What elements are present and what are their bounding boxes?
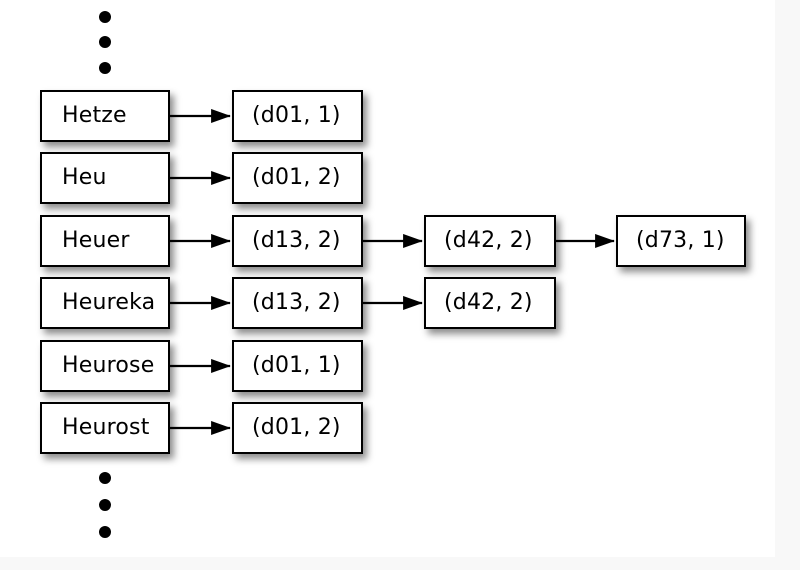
posting-c1-2[interactable]: (d13, 2) xyxy=(232,215,363,267)
posting-c1-3[interactable]: (d13, 2) xyxy=(232,277,363,329)
posting-c1-4[interactable]: (d01, 1) xyxy=(232,340,363,392)
ellipsis-bottom-dot-1 xyxy=(99,499,111,511)
posting-c3-0-label: (d73, 1) xyxy=(636,228,725,253)
posting-c2-1[interactable]: (d42, 2) xyxy=(424,277,556,329)
page-edge-bottom xyxy=(0,557,800,570)
posting-c1-1[interactable]: (d01, 2) xyxy=(232,152,363,204)
posting-c1-5[interactable]: (d01, 2) xyxy=(232,402,363,454)
posting-c1-5-label: (d01, 2) xyxy=(252,415,341,440)
dictionary-term-heu[interactable]: Heu xyxy=(40,152,170,204)
posting-c1-0[interactable]: (d01, 1) xyxy=(232,90,363,142)
posting-c1-3-label: (d13, 2) xyxy=(252,290,341,315)
dictionary-term-heurost[interactable]: Heurost xyxy=(40,402,170,454)
dictionary-term-heurose-label: Heurose xyxy=(62,353,155,378)
ellipsis-top-dot-2 xyxy=(99,62,111,74)
posting-c2-1-label: (d42, 2) xyxy=(444,290,533,315)
posting-c2-0[interactable]: (d42, 2) xyxy=(424,215,556,267)
posting-c2-0-label: (d42, 2) xyxy=(444,228,533,253)
dictionary-term-heuer[interactable]: Heuer xyxy=(40,215,170,267)
posting-c1-2-label: (d13, 2) xyxy=(252,228,341,253)
posting-c3-0[interactable]: (d73, 1) xyxy=(616,215,746,267)
dictionary-term-heureka-label: Heureka xyxy=(62,290,156,315)
dictionary-term-heurost-label: Heurost xyxy=(62,415,150,440)
ellipsis-top-dot-0 xyxy=(99,11,111,23)
ellipsis-bottom-dot-0 xyxy=(99,472,111,484)
dictionary-term-hetze-label: Hetze xyxy=(62,103,127,128)
dictionary-term-hetze[interactable]: Hetze xyxy=(40,90,170,142)
ellipsis-top-dot-1 xyxy=(99,36,111,48)
posting-c1-0-label: (d01, 1) xyxy=(252,103,341,128)
ellipsis-bottom-dot-2 xyxy=(99,526,111,538)
posting-c1-1-label: (d01, 2) xyxy=(252,165,341,190)
dictionary-term-heu-label: Heu xyxy=(62,165,107,190)
posting-c1-4-label: (d01, 1) xyxy=(252,353,341,378)
dictionary-term-heurose[interactable]: Heurose xyxy=(40,340,170,392)
dictionary-term-heureka[interactable]: Heureka xyxy=(40,277,170,329)
page-edge-right xyxy=(775,0,800,570)
dictionary-term-heuer-label: Heuer xyxy=(62,228,130,253)
